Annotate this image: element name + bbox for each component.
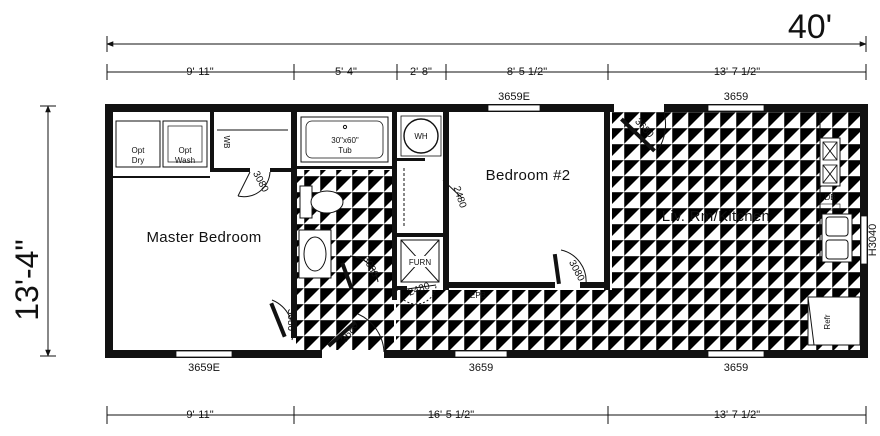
furnace: FURN (400, 239, 440, 283)
svg-text:FURN: FURN (409, 258, 431, 267)
door-bedroom2: 3080 (552, 249, 587, 285)
svg-text:Opt: Opt (179, 146, 193, 155)
window-label-master: 3659E (188, 362, 220, 374)
window-label-living-top: 3659 (724, 91, 748, 103)
top-dim-4: 8'-5 1/2" (507, 66, 547, 78)
svg-text:3080: 3080 (566, 258, 586, 283)
top-dim-5: 13'-7 1/2" (714, 66, 760, 78)
room-label-bedroom2: Bedroom #2 (486, 167, 571, 184)
kitchen-counter: DB (819, 112, 853, 263)
window-label-middle: 3659 (469, 362, 493, 374)
svg-text:30"x60": 30"x60" (331, 136, 359, 145)
svg-text:Refr: Refr (823, 314, 832, 329)
window-label-living-bottom: 3659 (724, 362, 748, 374)
overall-length-dimension: 40' (106, 8, 867, 52)
window-label-right: H3040 (867, 224, 879, 256)
room-label-master-bedroom: Master Bedroom (146, 229, 261, 246)
window-label-bedroom2: 3659E (498, 91, 530, 103)
bottom-dim-2: 16'-5 1/2" (428, 409, 474, 421)
window-openings (175, 104, 868, 358)
top-dim-3: 2'-8" (410, 66, 432, 78)
svg-text:WB: WB (222, 136, 231, 149)
svg-text:3080: 3080 (285, 309, 296, 332)
svg-text:Tub: Tub (338, 146, 352, 155)
optional-dryer: Opt Dry (115, 120, 161, 168)
bottom-dimension-string: 9'-11" 16'-5 1/2" 13'-7 1/2" (106, 406, 867, 424)
svg-text:Dry: Dry (132, 156, 144, 165)
wardrobe: WB (217, 129, 288, 149)
epb-label: EPB (470, 291, 486, 300)
svg-text:2480: 2480 (451, 185, 468, 210)
svg-text:WH: WH (414, 132, 428, 141)
door-master: 3080 (269, 299, 296, 341)
room-label-living-kitchen: Liv. Rm/Kitchen (662, 208, 770, 225)
interior-walls (113, 112, 610, 338)
top-dim-2: 5'-4" (335, 66, 357, 78)
dishwasher-label: DB (824, 193, 835, 202)
svg-text:3080: 3080 (250, 169, 270, 194)
svg-text:Opt: Opt (132, 146, 146, 155)
water-heater: WH (400, 115, 442, 157)
toilet (299, 185, 344, 219)
bottom-dim-3: 13'-7 1/2" (714, 409, 760, 421)
optional-washer: Opt Wash (162, 120, 208, 168)
overall-width-dimension: 13'-4" (9, 105, 56, 357)
door-master-closet: 3080 (237, 169, 271, 198)
overall-width-label: 13'-4" (9, 239, 45, 321)
refrigerator: Refr (807, 296, 861, 346)
bottom-dim-1: 9'-11" (186, 409, 213, 421)
bathroom-sink (298, 229, 332, 279)
window-labels: 3659E 3659 3659E 3659 3659 H3040 (188, 91, 879, 374)
top-dim-1: 9'-11" (186, 66, 213, 78)
svg-text:Wash: Wash (175, 156, 195, 165)
top-dimension-string: 9'-11" 5'-4" 2'-8" 8'-5 1/2" 13'-7 1/2" (106, 64, 867, 80)
bathtub: 30"x60" Tub (300, 116, 389, 163)
overall-length-label: 40' (788, 8, 832, 46)
